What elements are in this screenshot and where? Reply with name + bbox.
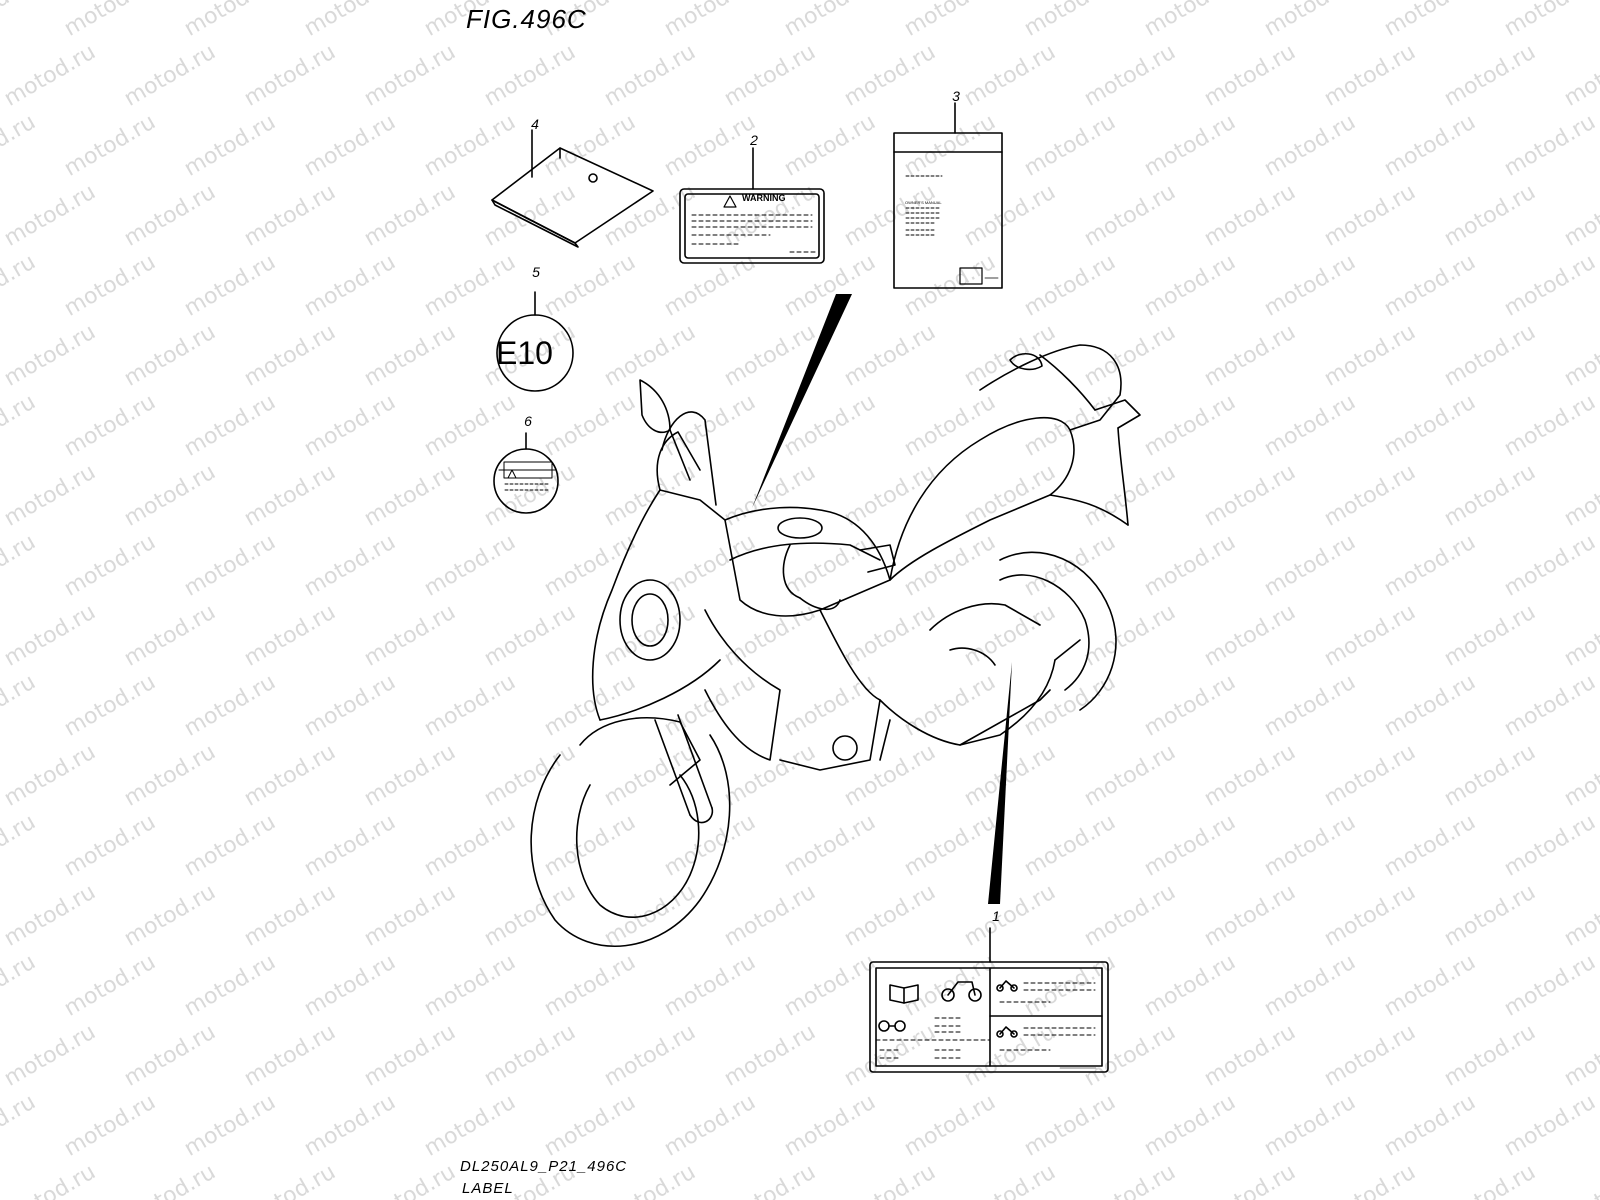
part-4-label-sheet <box>491 129 654 248</box>
part-6-round-caution-label <box>493 432 559 514</box>
warning-label-text: WARNING <box>742 193 786 203</box>
figure-caption: LABEL <box>462 1180 514 1197</box>
part-3-owners-manual <box>893 102 1003 289</box>
model-code: DL250AL9_P21_496C <box>460 1158 628 1175</box>
leader-wedge-part-1 <box>988 662 1012 904</box>
callout-6: 6 <box>524 413 532 429</box>
owners-manual-title: OWNER'S MANUAL <box>905 200 942 205</box>
callout-4: 4 <box>531 116 539 132</box>
callout-1: 1 <box>992 908 1000 924</box>
part-2-warning-label <box>679 147 825 264</box>
callout-5: 5 <box>532 264 540 280</box>
part-5-e10-label <box>496 291 574 392</box>
e10-label-text: E10 <box>496 335 553 371</box>
callout-2: 2 <box>750 132 758 148</box>
motorcycle-outline <box>530 344 1141 948</box>
figure-title: FIG.496C <box>466 4 587 34</box>
part-1-information-label <box>869 927 1109 1073</box>
leader-wedge-part-2 <box>752 294 852 508</box>
callout-3: 3 <box>952 88 960 104</box>
